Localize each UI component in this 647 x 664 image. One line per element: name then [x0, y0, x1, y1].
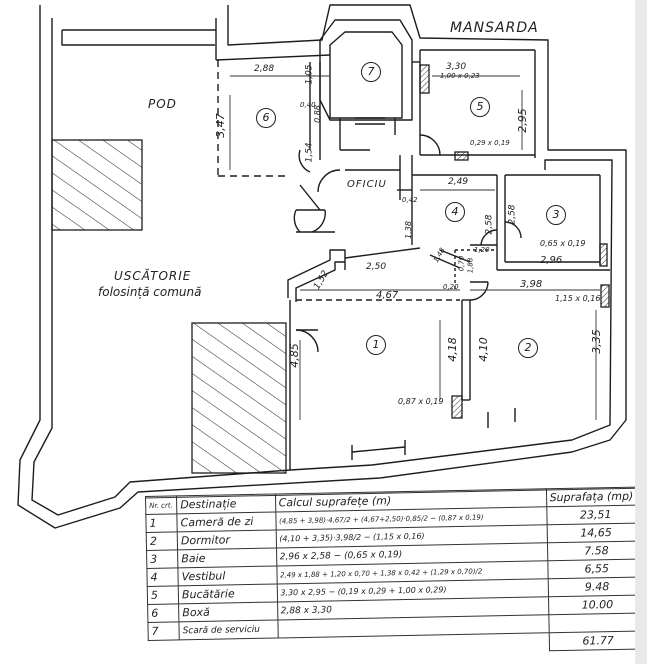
dim-088: 0,88	[312, 105, 322, 123]
dim-087x019: 0,87 x 0,19	[398, 397, 444, 406]
room-number-6: 6	[256, 108, 276, 128]
dim-040: 0,40	[300, 101, 316, 109]
dim-335: 3,35	[589, 329, 603, 354]
header-suprafata: Suprafața (mp)	[545, 486, 645, 507]
page-edge	[635, 0, 647, 664]
row-nr: 5	[147, 585, 179, 605]
row-area: 9.48	[547, 576, 647, 597]
row-area: 14,65	[546, 522, 646, 543]
dim-250: 2,50	[366, 262, 387, 272]
row-area: 23,51	[546, 504, 646, 525]
dim-295: 2,95	[515, 108, 529, 133]
row-nr: 1	[145, 513, 178, 533]
dim-467: 4,67	[376, 290, 399, 301]
dim-296: 2,96	[540, 255, 563, 266]
row-nr: 4	[146, 567, 179, 587]
label-folosinta: folosință comună	[98, 285, 202, 299]
dim-288: 2,88	[254, 64, 275, 74]
room-number-3: 3	[546, 205, 566, 225]
row-area	[548, 612, 647, 633]
label-uscatorie: USCĂTORIE	[114, 269, 192, 283]
row-area: 10.00	[548, 594, 647, 615]
dim-485: 4,85	[287, 343, 301, 368]
row-nr: 6	[147, 603, 180, 623]
row-name: Bucătărie	[178, 583, 278, 604]
row-area: 7.58	[547, 540, 646, 561]
dim-330: 3,30	[446, 62, 467, 72]
dim-258a: 2,58	[484, 214, 495, 235]
room-number-1: 1	[366, 335, 386, 355]
dim-029x019: 0,29 x 0,19	[470, 139, 510, 147]
dim-100x023: 1,00 x 0,23	[440, 72, 480, 80]
label-oficiu: OFICIU	[347, 179, 387, 190]
row-name: Cameră de zi	[176, 512, 276, 532]
room-number-5: 5	[470, 97, 490, 117]
room-number-4: 4	[445, 202, 465, 222]
row-name: Boxă	[178, 601, 278, 622]
dim-410: 4,10	[476, 337, 490, 362]
row-name: Vestibul	[177, 565, 277, 586]
hatch-uscatorie	[191, 322, 287, 474]
dim-188: 1,88	[466, 257, 475, 274]
total-area: 61.77	[548, 630, 647, 651]
area-calculation-table: Nr. crt. Destinație Calcul suprafețe (m)…	[145, 486, 647, 659]
dim-070: 0,70	[457, 255, 466, 272]
row-nr: 3	[146, 549, 178, 569]
row-nr: 2	[146, 531, 178, 551]
hatch-pod	[51, 139, 143, 231]
room-number-2: 2	[518, 338, 538, 358]
plan-title: MANSARDA	[450, 20, 539, 36]
dim-020: 0,20	[443, 283, 459, 291]
outer-wall	[17, 4, 627, 529]
dim-138: 1,38	[403, 221, 413, 239]
dim-120: 1,20	[474, 246, 490, 254]
outer-wall-inner	[31, 18, 291, 516]
dim-042: 0,42	[402, 196, 418, 204]
row-area: 6,55	[547, 558, 647, 579]
row-name: Scară de serviciu	[179, 619, 278, 640]
header-destinatie: Destinație	[176, 494, 276, 514]
dim-249: 2,49	[448, 177, 469, 187]
dim-115x016: 1,15 x 0,16	[555, 294, 601, 303]
row-nr: 7	[147, 621, 180, 641]
header-nr: Nr. crt.	[145, 495, 177, 515]
dim-154: 1,54	[304, 142, 315, 163]
row-name: Dormitor	[177, 529, 277, 550]
dim-065x019: 0,65 x 0,19	[540, 239, 586, 248]
row-name: Baie	[177, 547, 277, 568]
dim-347: 3,47	[213, 113, 227, 138]
dim-105: 1,05	[304, 64, 315, 85]
dim-398: 3,98	[520, 279, 543, 290]
dim-418: 4,18	[445, 337, 459, 362]
room-number-7: 7	[361, 62, 381, 82]
label-pod: POD	[148, 97, 177, 111]
dim-258b: 2,58	[507, 204, 518, 225]
stair-tower	[319, 19, 413, 121]
